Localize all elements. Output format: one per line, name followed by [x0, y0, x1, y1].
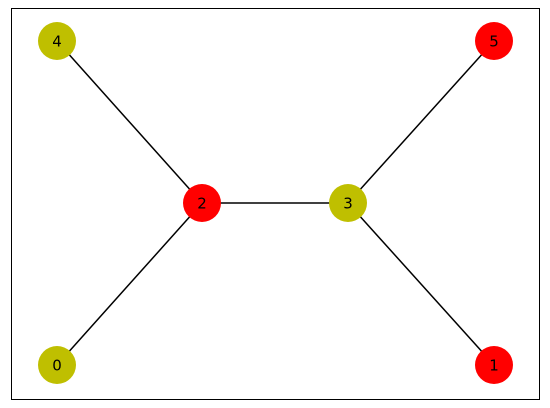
plot-frame	[11, 8, 540, 400]
node-5-circle	[475, 22, 513, 60]
node-0-label: 0	[52, 356, 62, 374]
node-layer: 0 1 2 3 4 5	[38, 22, 513, 384]
edge-3-5	[347, 40, 495, 204]
node-2-circle	[183, 184, 221, 222]
edge-2-0	[56, 202, 203, 366]
node-1: 1	[475, 346, 513, 384]
node-5: 5	[475, 22, 513, 60]
node-2-label: 2	[197, 194, 207, 212]
edge-layer	[56, 40, 495, 366]
node-5-label: 5	[489, 32, 499, 50]
node-3-label: 3	[343, 194, 353, 212]
node-4: 4	[38, 22, 76, 60]
node-0: 0	[38, 346, 76, 384]
node-0-circle	[38, 346, 76, 384]
node-1-circle	[475, 346, 513, 384]
node-2: 2	[183, 184, 221, 222]
node-1-label: 1	[489, 356, 499, 374]
node-3-circle	[329, 184, 367, 222]
node-3: 3	[329, 184, 367, 222]
node-4-circle	[38, 22, 76, 60]
edge-3-1	[347, 202, 495, 366]
edge-4-2	[56, 40, 203, 204]
node-4-label: 4	[52, 32, 62, 50]
